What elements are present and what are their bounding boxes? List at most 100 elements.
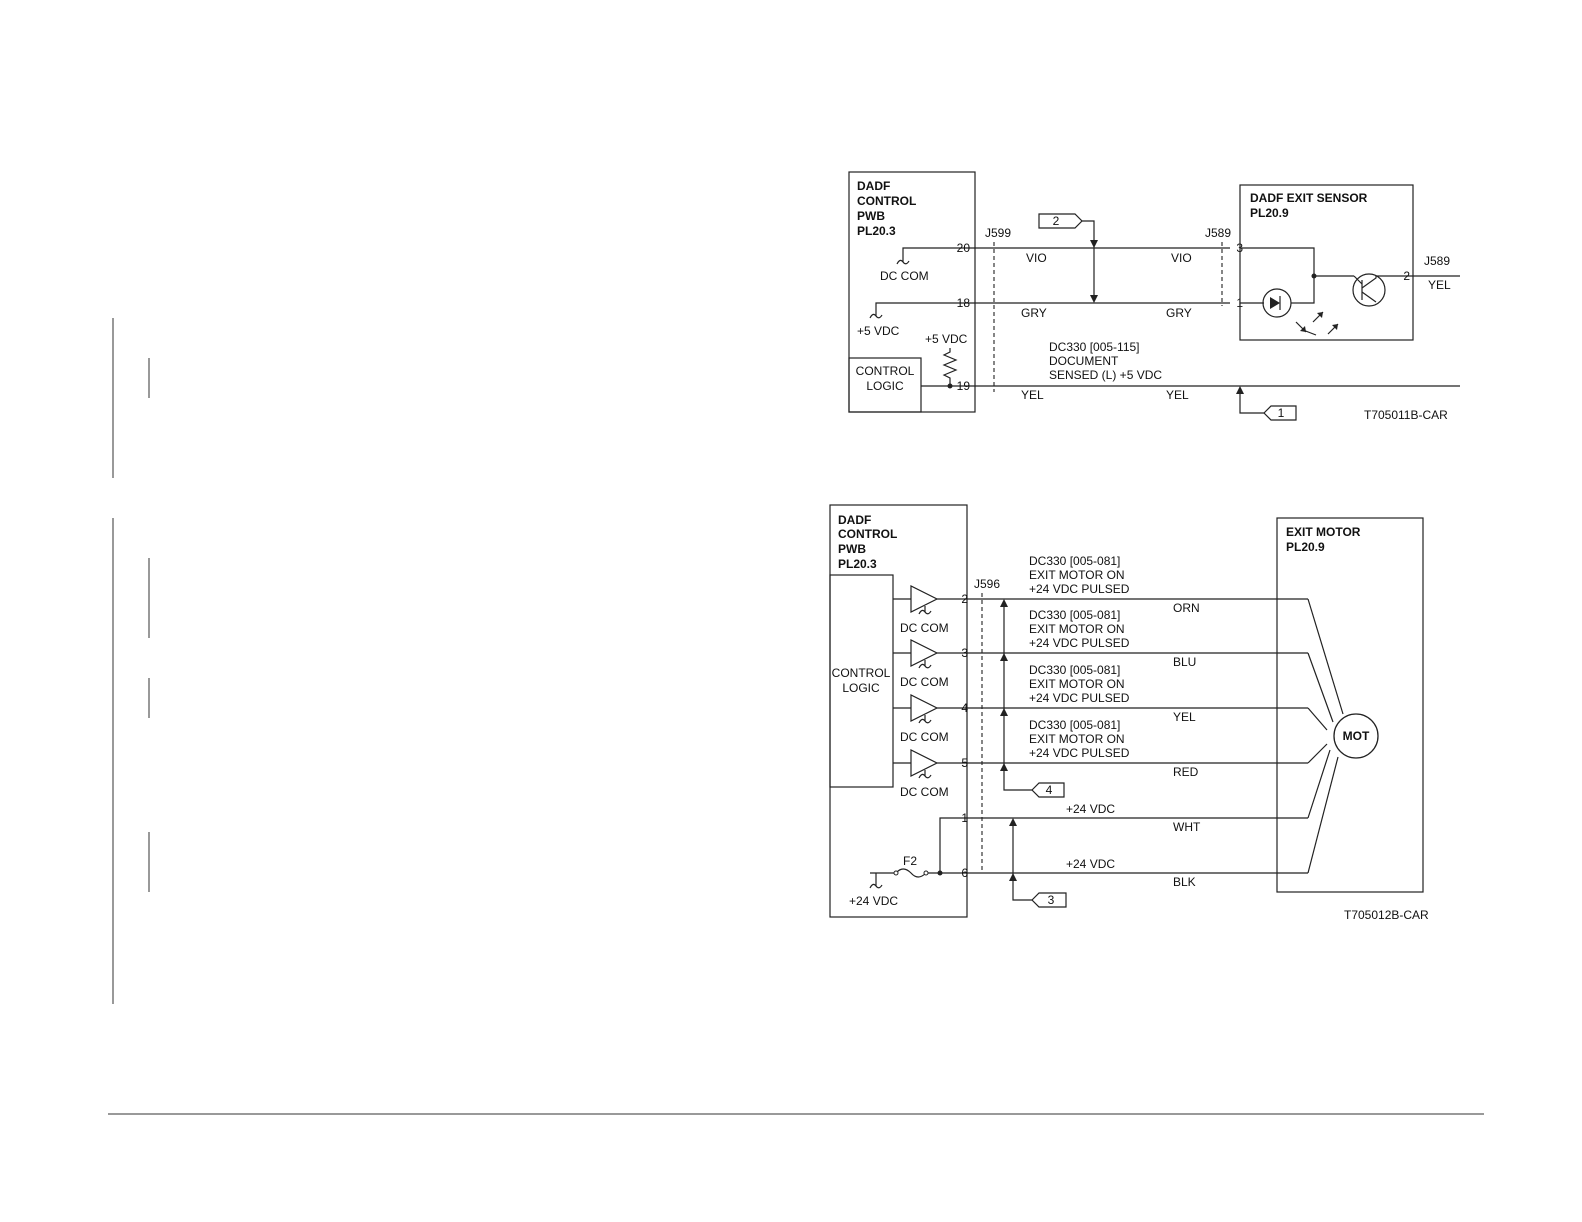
pwb2-title-3: PWB [838,542,866,556]
channel-3: DC COM 3 DC330 [005-081] EXIT MOTOR ON +… [893,608,1334,723]
wire-gry-label-1: GRY [1021,306,1047,320]
arrow-up [1000,708,1008,716]
signal-label: +24 VDC PULSED [1029,582,1130,596]
flag-4-lead [1003,603,1032,791]
supply-symbol [869,883,883,889]
pwb-title-4: PL20.3 [857,224,896,238]
pwb-title-2: CONTROL [857,194,916,208]
driver-icon [910,749,939,777]
flag-1: 1 [1278,406,1285,420]
connector-j589: J589 [1205,226,1231,240]
wire-label: ORN [1173,601,1200,615]
arrow-up [1009,818,1017,826]
flag-3-shape [1031,892,1067,908]
arrow-up [1009,873,1017,881]
pullup-label: +5 VDC [925,332,968,346]
pin-label: 2 [961,592,968,606]
phototransistor-icon [1352,273,1386,307]
signal-label-2: DOCUMENT [1049,354,1119,368]
motor-icon [1333,713,1379,759]
signal-label: DC330 [005-081] [1029,718,1120,732]
power-pin-1: 1 +24 VDC WHT [944,749,1331,834]
pullup-resistor [942,348,958,386]
driver-icon [910,585,939,613]
signal-label: EXIT MOTOR ON [1029,732,1125,746]
dc-com-label: DC COM [900,675,949,689]
diagram-exit-sensor: DADF CONTROL PWB PL20.3 CONTROL LOGIC DC… [848,171,1460,422]
flag-3: 3 [1048,893,1055,907]
signal-label: +24 VDC PULSED [1029,691,1130,705]
dc-com-label: DC COM [900,621,949,635]
pwb2-title-2: CONTROL [838,527,897,541]
wire-label: WHT [1173,820,1201,834]
pin-2: 2 [1403,269,1410,283]
led-diode-icon [1270,297,1280,309]
driver-icon [910,639,939,667]
power-pin-6: 6 +24 VDC BLK [870,756,1339,889]
motor-title-1: EXIT MOTOR [1286,525,1361,539]
dc-com-label: DC COM [900,730,949,744]
pin-label: 6 [961,866,968,880]
flag-1-lead [1239,390,1264,414]
power-label: +24 VDC [1066,802,1115,816]
pin-18: 18 [957,296,971,310]
diagram-exit-motor: DADF CONTROL PWB PL20.3 CONTROL LOGIC J5… [829,504,1429,922]
sensor-box [1239,184,1414,341]
flag-1-shape [1263,405,1297,421]
wire-label: RED [1173,765,1199,779]
pin-label: 1 [961,811,968,825]
signal-label: +24 VDC PULSED [1029,636,1130,650]
signal-label: DC330 [005-081] [1029,554,1120,568]
light-arrows-icon [1295,311,1339,336]
control-logic-box [848,357,922,413]
signal-label: DC330 [005-081] [1029,663,1120,677]
pwb2-title-4: PL20.3 [838,557,877,571]
fuse-icon [895,868,927,878]
wire-gry-label-2: GRY [1166,306,1192,320]
control-logic2-1: CONTROL [832,666,891,680]
wire-label: BLU [1173,655,1196,669]
pwb-title-3: PWB [857,209,885,223]
signal-label-3: SENSED (L) +5 VDC [1049,368,1162,382]
channel-2: DC COM 2 DC330 [005-081] EXIT MOTOR ON +… [893,554,1344,715]
dc-com-label: DC COM [880,269,929,283]
arrow-up [1000,763,1008,771]
fuse-label: F2 [903,854,917,868]
flag-4-shape [1031,782,1065,798]
connector-j589-out: J589 [1424,254,1450,268]
channel-4: DC COM 4 DC330 [005-081] EXIT MOTOR ON +… [893,663,1328,744]
connector-j596: J596 [974,577,1000,591]
motor-label: MOT [1343,729,1370,743]
arrow-up [1000,599,1008,607]
motor-title-2: PL20.9 [1286,540,1325,554]
dc-com-symbol [896,259,910,265]
arrow-up-1 [1236,386,1244,394]
revision-bars [112,318,150,1004]
flag-2-lead [1082,220,1095,298]
control-logic2-box [829,574,894,788]
power-bridge [939,817,944,873]
pin-19: 19 [957,379,971,393]
arrow-down-2 [1090,295,1098,303]
pin18-trace [875,302,975,316]
supply-label: +24 VDC [849,894,898,908]
pin20-trace [902,247,975,262]
junction-dot [937,870,943,876]
control-logic-1: CONTROL [856,364,915,378]
control-logic2-2: LOGIC [842,681,880,695]
driver-icon [910,694,939,722]
vdc-symbol [869,313,883,319]
vdc-label: +5 VDC [857,324,900,338]
sensor-trace-top [1240,247,1315,304]
signal-label: EXIT MOTOR ON [1029,568,1125,582]
pin-label: 4 [961,701,968,715]
signal-label: DC330 [005-081] [1029,608,1120,622]
sensor-title-2: PL20.9 [1250,206,1289,220]
control-logic-2: LOGIC [866,379,904,393]
connector-j599: J599 [985,226,1011,240]
figure-id-2: T705012B-CAR [1344,908,1429,922]
wire-label: BLK [1173,875,1196,889]
signal-label-1: DC330 [005-115] [1049,340,1140,354]
pin-label: 3 [961,646,968,660]
